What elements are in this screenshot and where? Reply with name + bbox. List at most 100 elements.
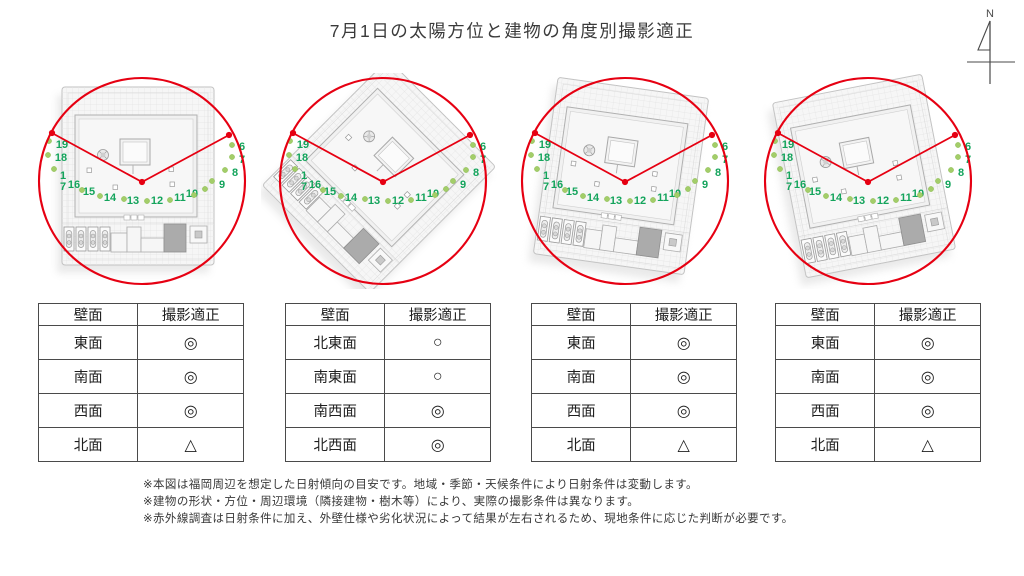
car-detail (289, 180, 294, 185)
rating-symbol: △ (137, 427, 244, 462)
rating-symbol: △ (630, 427, 737, 462)
wall-name: 北西面 (284, 427, 386, 462)
car-detail (102, 240, 108, 245)
roof-anchor (651, 171, 658, 177)
car-detail (297, 188, 303, 194)
rating-row: 南西面◎ (284, 393, 491, 428)
rating-column-header: 撮影適正 (874, 303, 981, 326)
sun-hour-label: 19 (56, 139, 68, 151)
roof-anchor (593, 181, 600, 187)
sun-hour-label: 19 (539, 139, 551, 151)
wall-column-header: 壁面 (774, 303, 876, 326)
yard-divider (539, 211, 690, 234)
yard-divider (798, 207, 948, 237)
sun-hour-label: 16 (794, 179, 806, 191)
rating-row: 西面◎ (37, 393, 244, 428)
sun-hour-label: 8 (473, 167, 479, 179)
sun-hour-dot (917, 192, 923, 198)
wall-name: 東面 (530, 325, 632, 360)
rating-table: 壁面撮影適正北東面○南東面○南西面◎北西面◎ (284, 303, 491, 462)
rating-row: 西面◎ (774, 393, 981, 428)
rating-row: 南面◎ (530, 359, 737, 394)
sun-vector-vertex (774, 129, 782, 137)
rating-row: 北面△ (37, 427, 244, 462)
rating-table-case-1: 壁面撮影適正東面◎南面◎西面◎北面△ (37, 303, 244, 462)
parked-car (89, 230, 97, 248)
sun-hour-dot (705, 167, 711, 173)
sun-horizon-circle (520, 76, 730, 286)
sun-vector-vertex (951, 131, 959, 139)
sun-vector-vertex (225, 131, 233, 139)
eave-unit (600, 212, 608, 219)
rating-column-header: 撮影適正 (630, 303, 737, 326)
sun-hour-label: 18 (538, 152, 550, 164)
rating-table-case-2: 壁面撮影適正北東面○南東面○南西面◎北西面◎ (284, 303, 491, 462)
sun-hour-dot (712, 142, 718, 148)
sun-hour-dot (202, 186, 208, 192)
sun-hour-dot (292, 166, 298, 172)
sun-vector-vertex (379, 178, 387, 186)
rating-symbol: ◎ (137, 359, 244, 394)
car-detail (830, 247, 835, 253)
eave-unit (607, 213, 615, 220)
annex-block (140, 237, 165, 253)
sun-horizon-circle (37, 76, 247, 286)
sun-hour-label: 15 (324, 186, 336, 198)
wall-name: 西面 (774, 393, 876, 428)
sun-hour-label: 11 (900, 192, 912, 204)
sun-hour-label: 19 (297, 139, 309, 151)
sun-hour-dot (685, 186, 691, 192)
rating-table: 壁面撮影適正東面◎南面◎西面◎北面△ (530, 303, 737, 462)
building-plan (263, 60, 495, 292)
sun-diagram-case-3: 678910111213141516171819 (503, 73, 747, 289)
north-arrow: N (967, 8, 1015, 84)
eave-unit (137, 214, 145, 221)
skylight-inner (377, 140, 410, 173)
sun-hour-label: 13 (853, 195, 865, 207)
car-detail (553, 225, 559, 230)
dark-roof-block (635, 226, 663, 259)
car-detail (285, 167, 291, 172)
roof-anchor (169, 181, 175, 187)
sun-diagram-case-2: 678910111213141516171819 (257, 60, 505, 301)
car-detail (90, 240, 96, 245)
sun-diagram-case-4: 678910111213141516171819 (746, 73, 990, 289)
eave-unit (347, 203, 357, 212)
car-detail (66, 233, 72, 239)
sun-hour-dot (948, 167, 954, 173)
car-detail (842, 245, 847, 250)
sun-hour-label: 8 (958, 167, 964, 179)
sun-hour-dot (450, 178, 456, 184)
skylight-stem (856, 166, 860, 176)
sun-hour-label: 9 (945, 179, 951, 191)
skylight-inner (842, 140, 871, 166)
rating-row: 北西面◎ (284, 427, 491, 462)
footnotes: ※本図は福岡周辺を想定した日射傾向の目安です。地域・季節・天候条件により日射条件… (143, 477, 794, 528)
sun-diagram-case-1: 678910111213141516171819 (20, 73, 264, 289)
sun-horizon-circle (278, 76, 488, 286)
roof-anchor (840, 188, 847, 195)
sun-hour-label: 6 (480, 141, 486, 153)
sun-diagram: 678910111213141516171819 (763, 74, 973, 286)
car-detail (542, 223, 547, 229)
main-roof-inner (310, 93, 459, 242)
wall-name: 南面 (530, 359, 632, 394)
dark-roof-block (898, 213, 927, 247)
skylight-inner (122, 141, 148, 163)
sun-hour-dot (338, 193, 344, 199)
sun-hour-label: 6 (965, 141, 971, 153)
north-arrow-head (977, 20, 991, 51)
car-detail (294, 175, 299, 181)
annex-block (583, 228, 603, 251)
roof-anchor (403, 191, 411, 199)
rating-table: 壁面撮影適正東面◎南面◎西面◎北面△ (774, 303, 981, 462)
sun-hour-dot (320, 187, 326, 193)
dark-roof-block (343, 227, 380, 265)
rating-symbol: ○ (384, 325, 491, 360)
car-detail (66, 240, 72, 245)
car-detail (805, 245, 810, 251)
sun-hour-label: 19 (782, 139, 794, 151)
eave-unit (864, 214, 872, 221)
